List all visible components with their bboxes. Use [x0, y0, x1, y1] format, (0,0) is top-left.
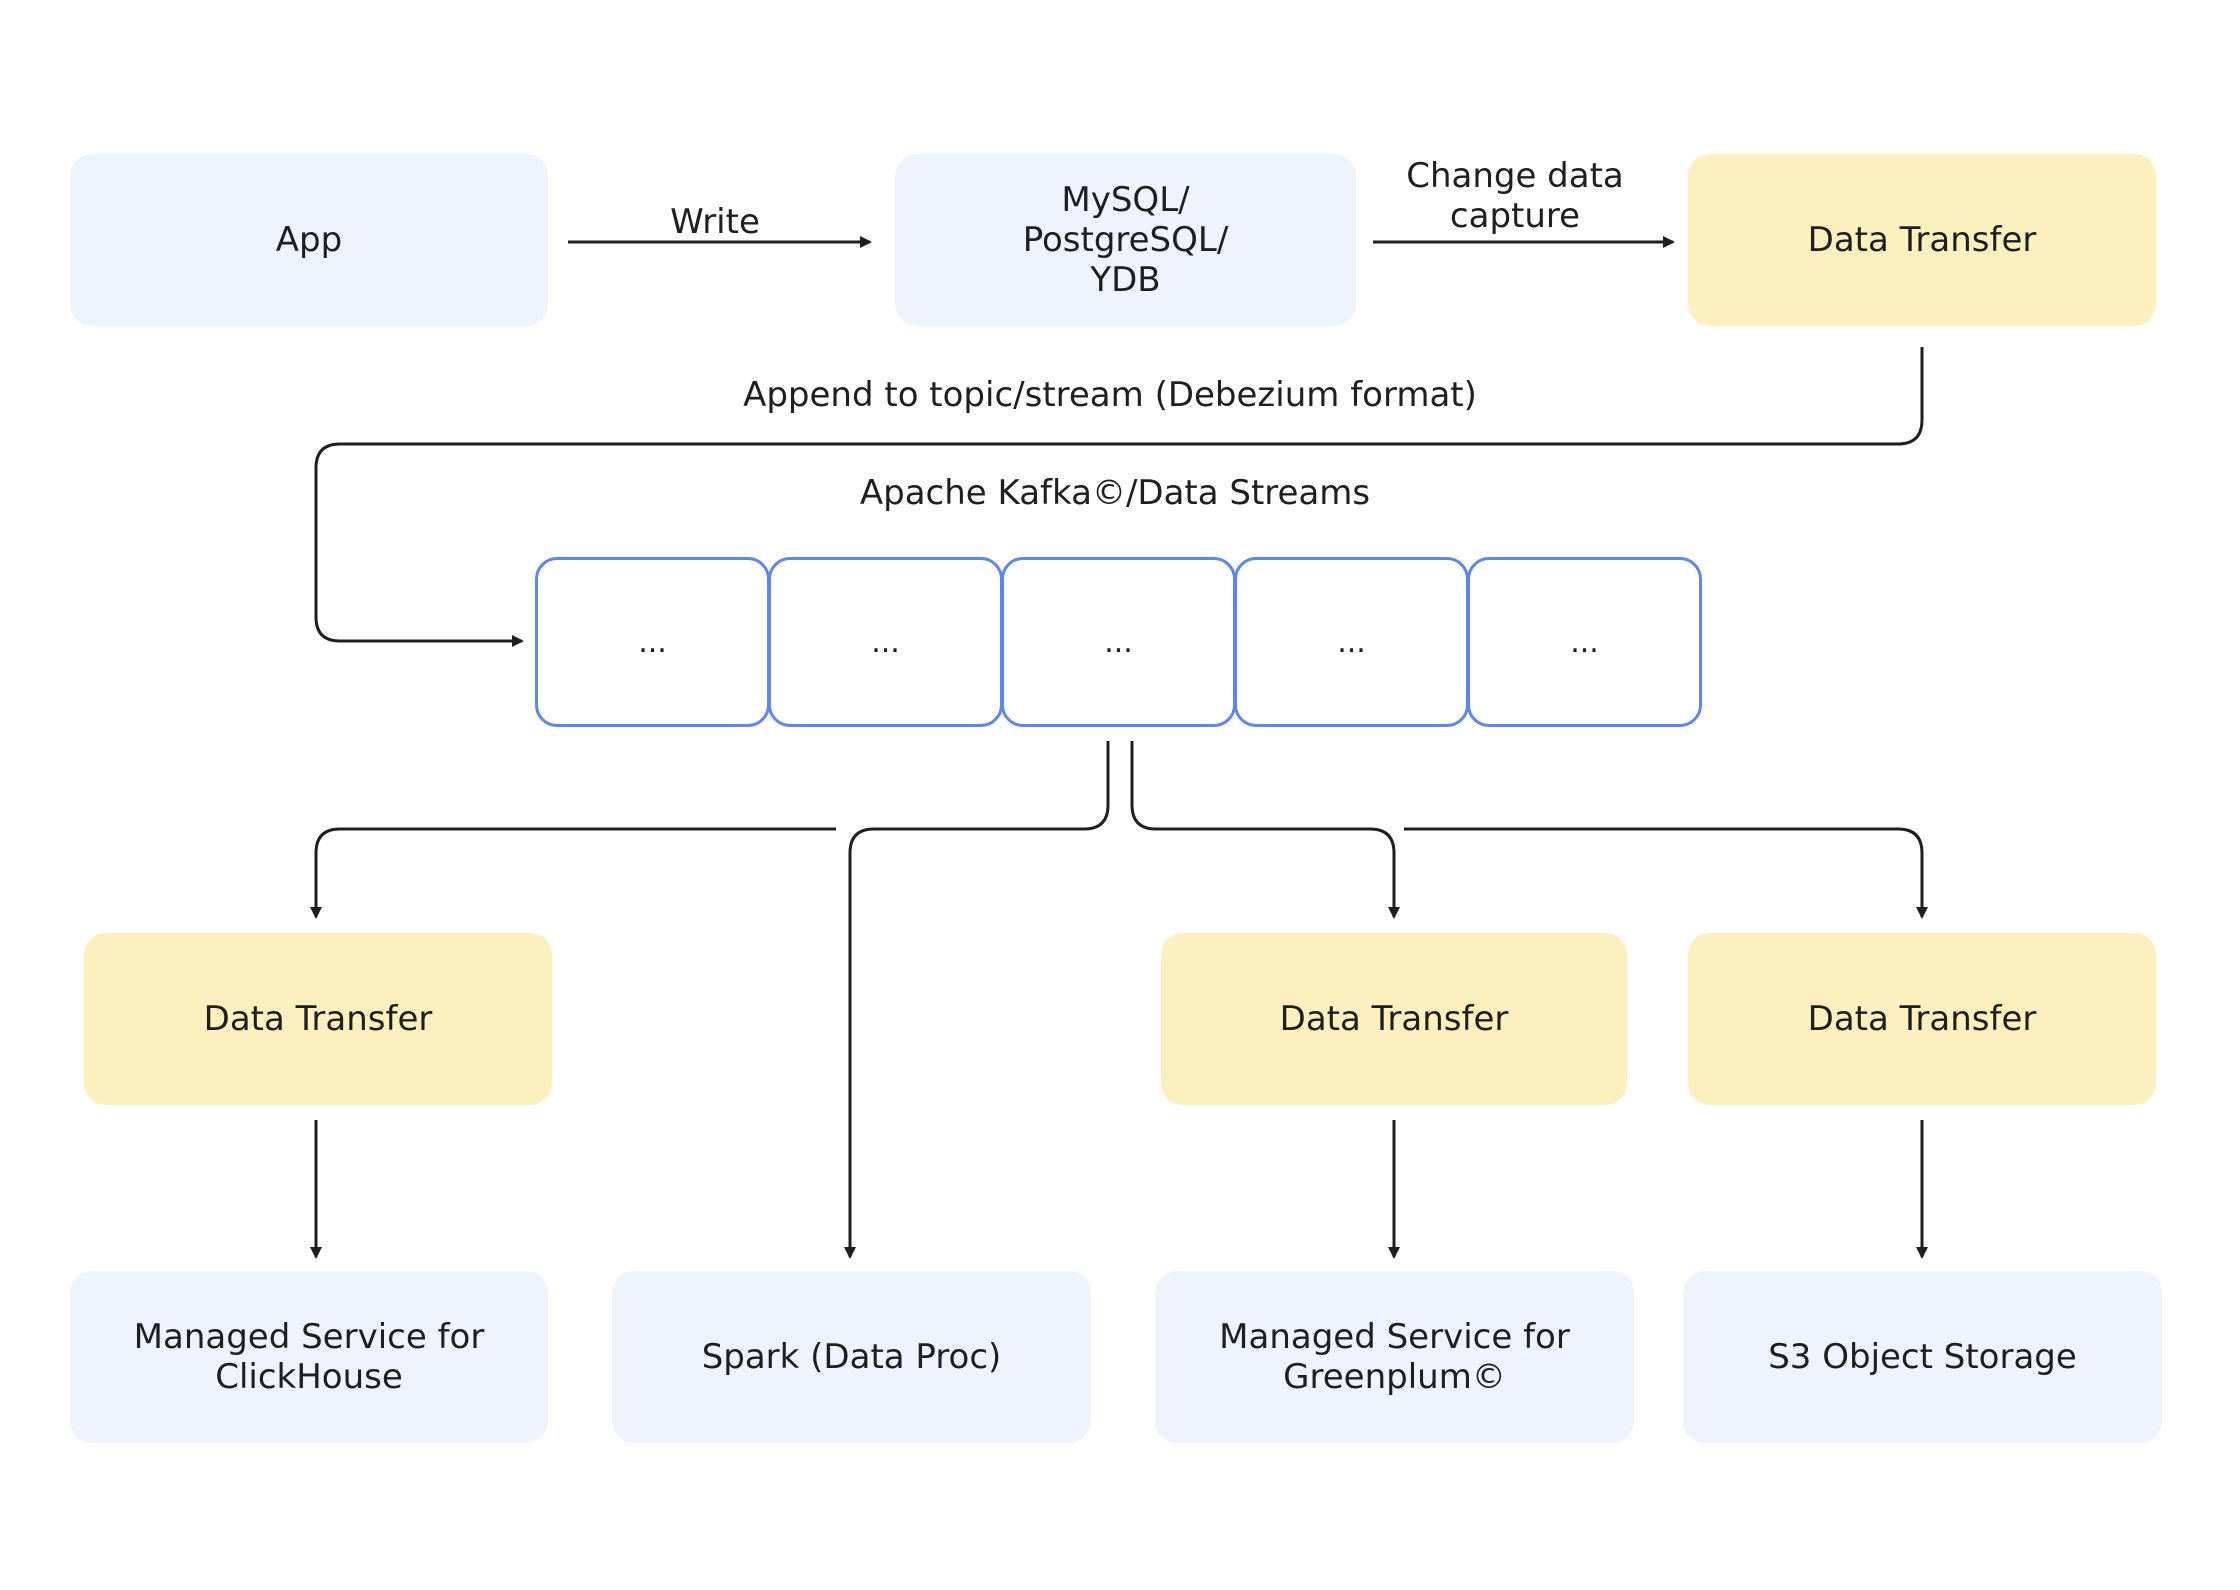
stream-partition: ... [768, 557, 1003, 727]
node-greenplum: Managed Service for Greenplum© [1155, 1271, 1634, 1443]
stream-partition: ... [1001, 557, 1236, 727]
node-app: App [70, 154, 548, 326]
stream-title: Apache Kafka©/Data Streams [859, 473, 1371, 513]
arrow-to-dt-clickhouse [310, 827, 836, 919]
node-source-db: MySQL/ PostgreSQL/ YDB [895, 154, 1356, 326]
edge-label-append: Append to topic/stream (Debezium format) [743, 375, 1477, 415]
node-data-transfer-s3: Data Transfer [1688, 933, 2156, 1105]
node-data-transfer-top: Data Transfer [1688, 154, 2156, 326]
node-data-transfer-clickhouse: Data Transfer [84, 933, 552, 1105]
node-data-transfer-greenplum: Data Transfer [1161, 933, 1627, 1105]
node-s3: S3 Object Storage [1683, 1271, 2162, 1443]
stream-partition: ... [535, 557, 770, 727]
arrow-to-dt-s3 [1404, 827, 1928, 919]
arrow-to-spark [844, 741, 1110, 1259]
edge-label-write: Write [670, 202, 760, 242]
stream-partition: ... [1467, 557, 1702, 727]
arrow-to-dt-greenplum [1130, 741, 1400, 919]
node-spark: Spark (Data Proc) [612, 1271, 1091, 1443]
arrow-append [314, 347, 1924, 647]
edge-label-cdc: Change data capture [1406, 156, 1624, 236]
stream-partition: ... [1234, 557, 1469, 727]
node-clickhouse: Managed Service for ClickHouse [70, 1271, 548, 1443]
